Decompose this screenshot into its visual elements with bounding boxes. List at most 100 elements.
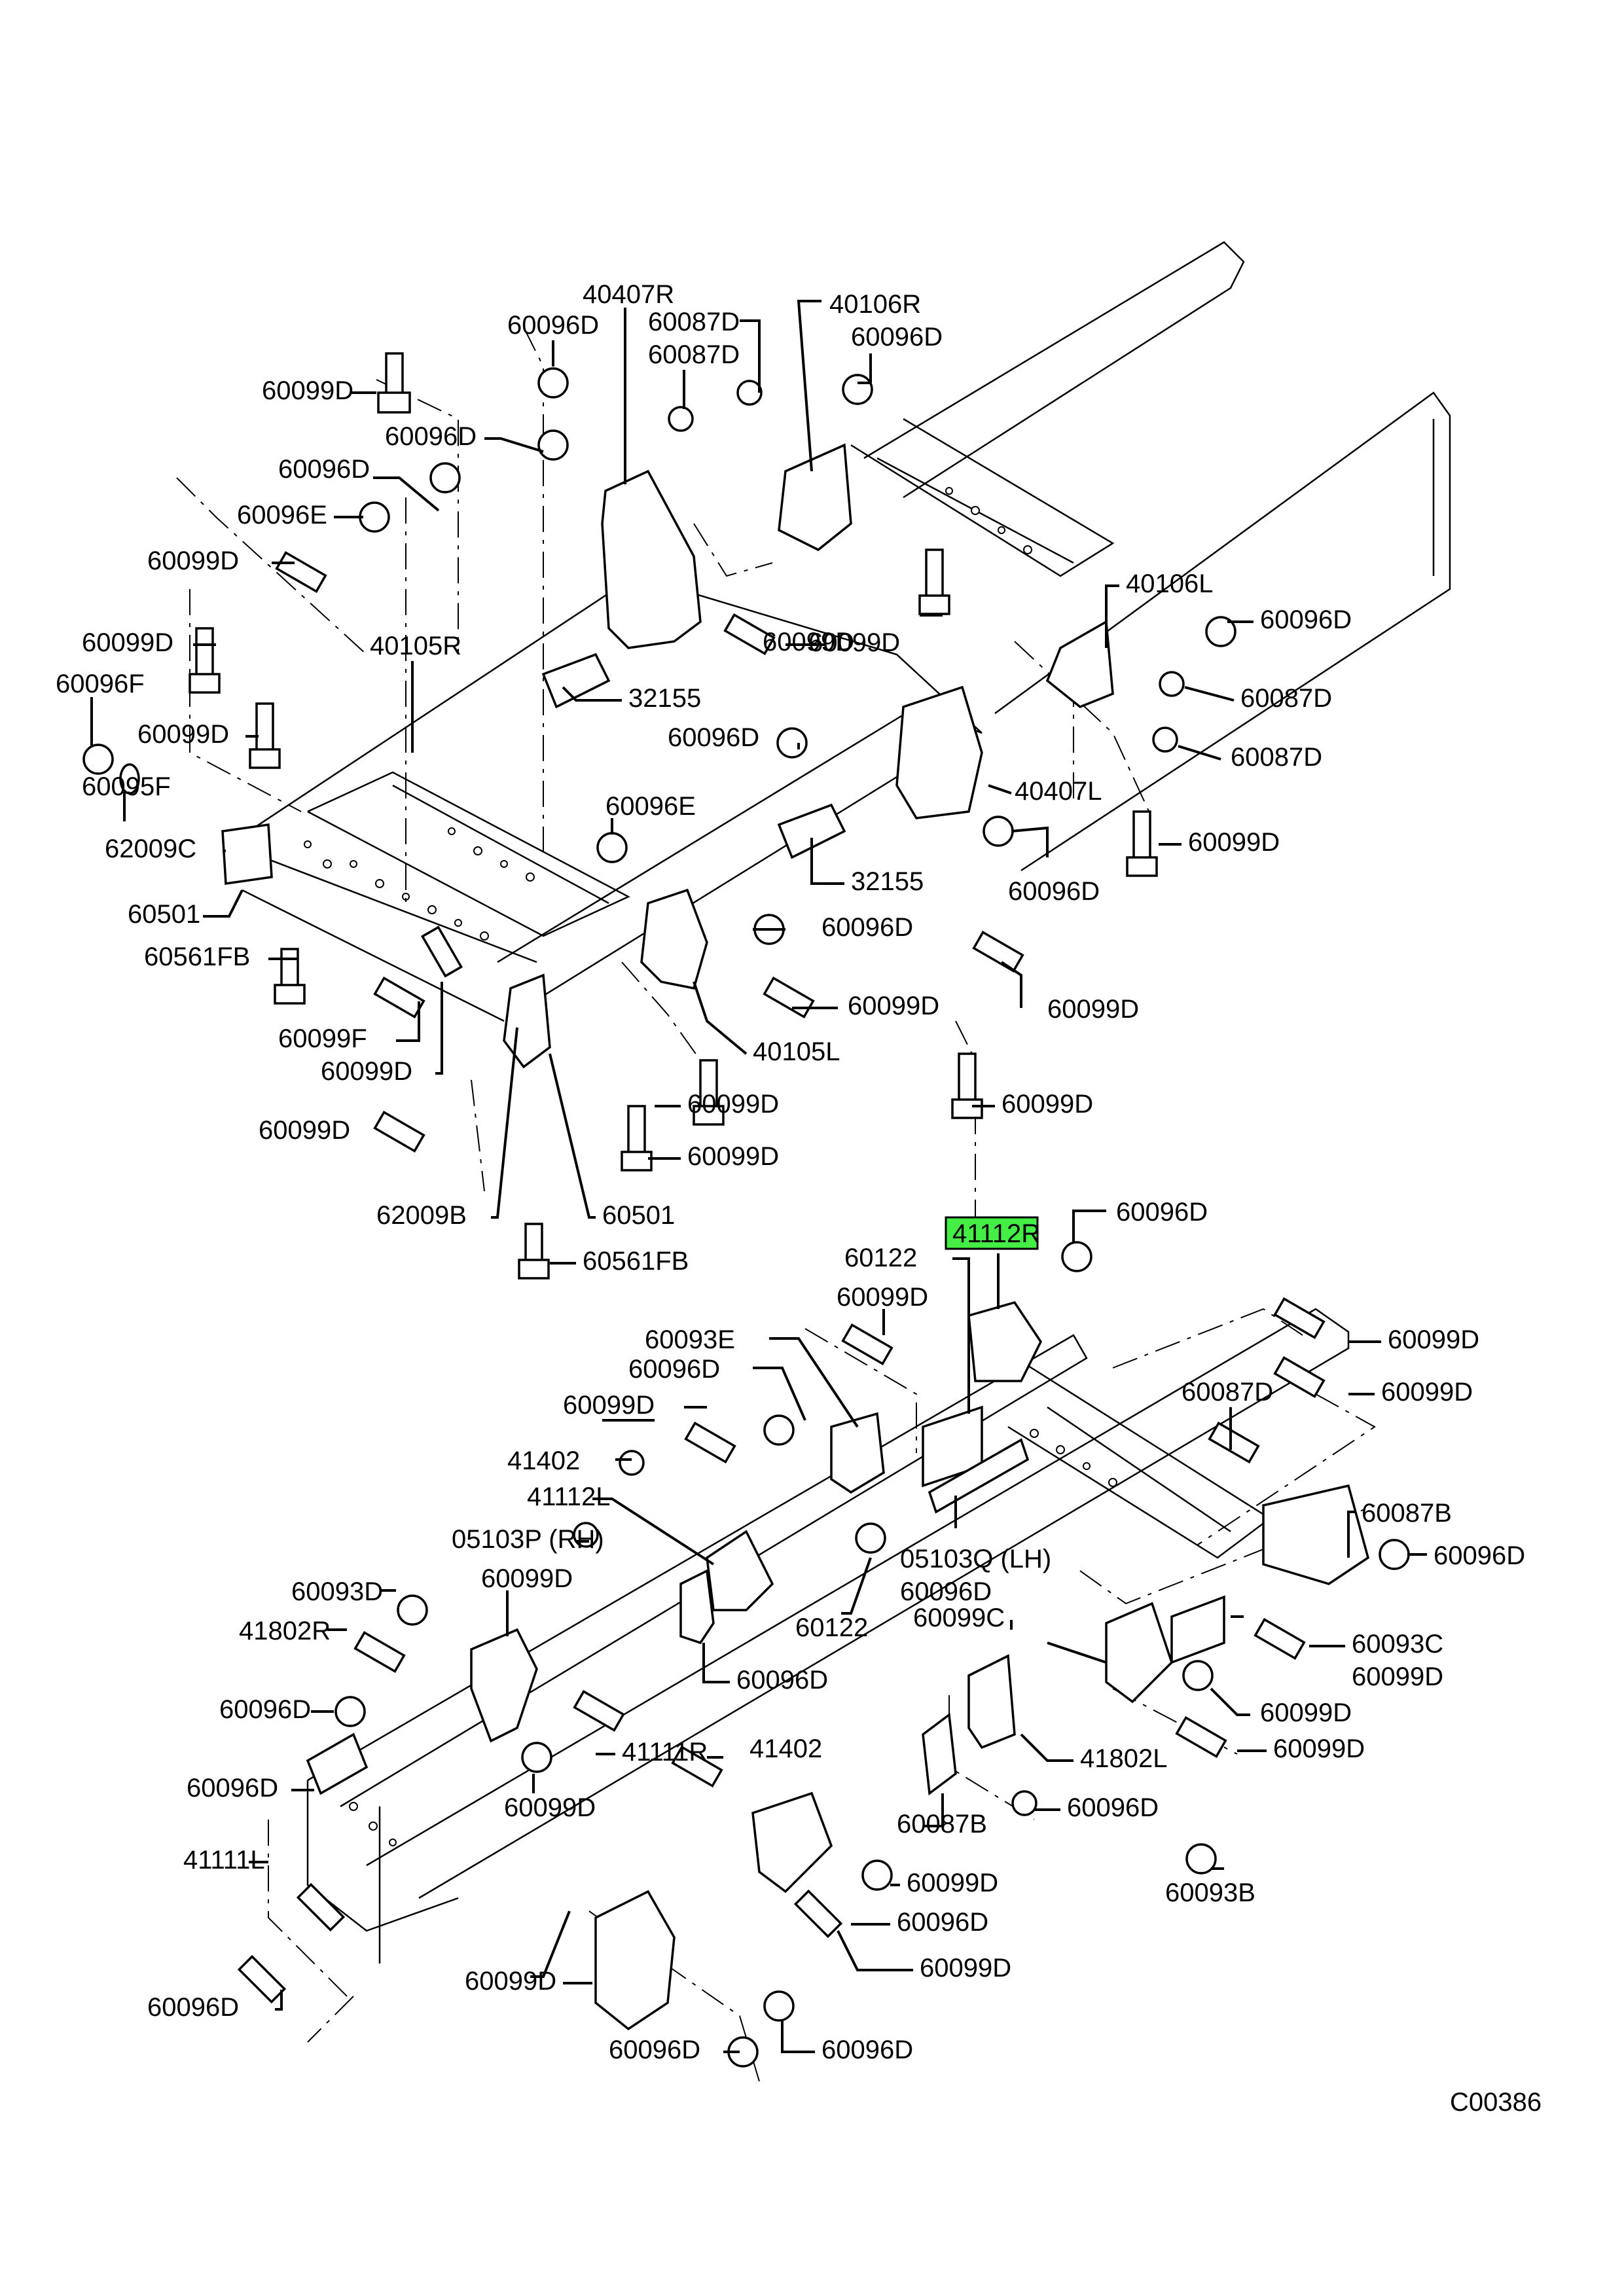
part-label[interactable]: 60099D	[1273, 1734, 1365, 1763]
part-label[interactable]: 40407R	[583, 280, 674, 309]
part-label[interactable]: 60087B	[897, 1810, 987, 1839]
part-label[interactable]: 60096D	[897, 1908, 988, 1937]
lower-fasteners	[237, 1241, 1410, 2068]
part-label[interactable]: 60501	[128, 900, 200, 929]
part-label[interactable]: 41111L	[183, 1846, 265, 1874]
part-label[interactable]: 60096D	[628, 1355, 720, 1384]
part-label[interactable]: 60096D	[187, 1774, 278, 1803]
part-label[interactable]: 60099D	[465, 1967, 556, 1996]
part-label[interactable]: 60087D	[1231, 743, 1322, 772]
bracket-41402-r	[706, 1530, 774, 1611]
part-label[interactable]: 60561FB	[144, 942, 250, 971]
part-label[interactable]: 40106R	[829, 290, 921, 319]
part-label[interactable]: 60122	[844, 1244, 917, 1272]
lower-labels: 41112R 60096D 60122 60099D 60099D 60093E…	[147, 1198, 1525, 2064]
part-label[interactable]: 41402	[749, 1734, 822, 1763]
part-label[interactable]: 60093E	[645, 1325, 735, 1354]
part-label[interactable]: 62009C	[105, 834, 196, 863]
part-label[interactable]: 60093C	[1352, 1630, 1443, 1659]
part-label[interactable]: 60096E	[605, 792, 696, 821]
part-label[interactable]: 60096D	[507, 311, 599, 340]
part-label[interactable]: 60096D	[668, 723, 759, 752]
highlighted-part-label[interactable]: 41112R	[952, 1219, 1040, 1248]
part-label[interactable]: 60093B	[1165, 1878, 1255, 1907]
part-label[interactable]: 41112L	[527, 1482, 611, 1511]
part-label[interactable]: 60087D	[1182, 1378, 1273, 1407]
frame-holes	[304, 487, 1032, 941]
part-label[interactable]: 60099D	[1388, 1325, 1479, 1354]
part-label[interactable]: 60099D	[1188, 828, 1280, 857]
part-label[interactable]: 60096D	[821, 2036, 913, 2064]
part-label[interactable]: 41802R	[239, 1617, 331, 1645]
part-label[interactable]: 60087D	[1240, 684, 1332, 713]
part-label[interactable]: 60099D	[763, 628, 854, 656]
part-label[interactable]: 60099D	[259, 1116, 350, 1145]
part-label[interactable]: 60099D	[137, 720, 229, 749]
part-label[interactable]: 60099D	[1260, 1698, 1352, 1727]
part-label[interactable]: 60099F	[278, 1024, 367, 1053]
highlighted-part-box[interactable]	[945, 1216, 1039, 1250]
part-label[interactable]: 60099D	[1047, 995, 1139, 1024]
part-label[interactable]: 60099D	[920, 1954, 1011, 1982]
part-label[interactable]: 60099C	[913, 1604, 1005, 1632]
part-label[interactable]: 60096F	[56, 670, 145, 698]
part-label[interactable]: 60095F	[82, 772, 171, 801]
part-label[interactable]: 60099D	[563, 1391, 655, 1420]
bracket-40105L	[640, 888, 708, 990]
part-label[interactable]: 60096D	[385, 422, 477, 451]
part-label[interactable]: 60096D	[1434, 1541, 1525, 1570]
part-label[interactable]: 60087D	[648, 340, 740, 369]
part-label[interactable]: 60096E	[237, 501, 327, 529]
part-label[interactable]: 60099D	[147, 547, 239, 575]
part-label[interactable]: 60099D	[504, 1793, 596, 1822]
part-label[interactable]: 60099D	[907, 1869, 998, 1897]
part-label[interactable]: 60096D	[1116, 1198, 1208, 1227]
part-label[interactable]: 60099D	[481, 1564, 573, 1593]
part-label[interactable]: 62009B	[376, 1201, 467, 1230]
part-label[interactable]: 60099D	[1352, 1662, 1443, 1691]
part-label[interactable]: 40106L	[1126, 569, 1213, 598]
bracket-41802R	[679, 1569, 715, 1645]
part-label[interactable]: 60501	[602, 1201, 675, 1230]
part-label[interactable]: 60096D	[851, 323, 943, 351]
figure-code: C00386	[1450, 2088, 1542, 2117]
part-label[interactable]: 05103P (RH)	[452, 1525, 604, 1554]
part-label[interactable]: 32155	[851, 867, 924, 896]
part-label[interactable]: 60099D	[82, 628, 173, 657]
part-label[interactable]: 60096D	[1008, 877, 1100, 906]
leader-lines	[90, 300, 1427, 2053]
part-label[interactable]: 60096D	[821, 913, 913, 942]
part-label[interactable]: 60093D	[291, 1577, 383, 1606]
part-label[interactable]: 60099D	[808, 628, 900, 657]
part-label[interactable]: 60096D	[609, 2036, 700, 2064]
part-label[interactable]: 60096D	[900, 1577, 992, 1606]
part-label[interactable]: 05103Q (LH)	[900, 1545, 1051, 1573]
part-label[interactable]: 41402	[507, 1446, 580, 1475]
part-label[interactable]: 60099D	[1381, 1378, 1473, 1407]
part-label[interactable]: 40105R	[370, 632, 461, 660]
part-label[interactable]: 60096D	[219, 1695, 311, 1724]
part-label[interactable]: 60099D	[848, 992, 939, 1020]
part-label[interactable]: 60096D	[278, 455, 370, 484]
part-label[interactable]: 60096D	[736, 1666, 828, 1695]
plate-60122-b	[1170, 1595, 1225, 1664]
bracket-41112L	[1262, 1484, 1370, 1585]
part-label[interactable]: 40105L	[753, 1037, 840, 1066]
part-label[interactable]: 60096D	[1260, 605, 1352, 634]
part-label[interactable]: 60122	[795, 1613, 868, 1642]
part-label[interactable]: 60096D	[147, 1993, 239, 2022]
part-label[interactable]: 60099D	[321, 1057, 412, 1086]
part-label[interactable]: 60099D	[262, 376, 353, 405]
part-label[interactable]: 60099D	[837, 1283, 928, 1312]
part-label[interactable]: 41802L	[1080, 1744, 1167, 1773]
part-label[interactable]: 60087B	[1362, 1499, 1452, 1528]
part-label[interactable]: 60096D	[1067, 1793, 1159, 1822]
part-label[interactable]: 60099D	[687, 1090, 779, 1119]
part-label[interactable]: 40407L	[1015, 777, 1102, 806]
part-label[interactable]: 60561FB	[583, 1247, 689, 1276]
part-label[interactable]: 60087D	[648, 308, 740, 336]
part-label[interactable]: 60099D	[687, 1142, 779, 1171]
part-label[interactable]: 60099D	[1001, 1090, 1093, 1119]
part-label[interactable]: 41111R	[622, 1738, 708, 1767]
part-label[interactable]: 32155	[628, 684, 701, 713]
